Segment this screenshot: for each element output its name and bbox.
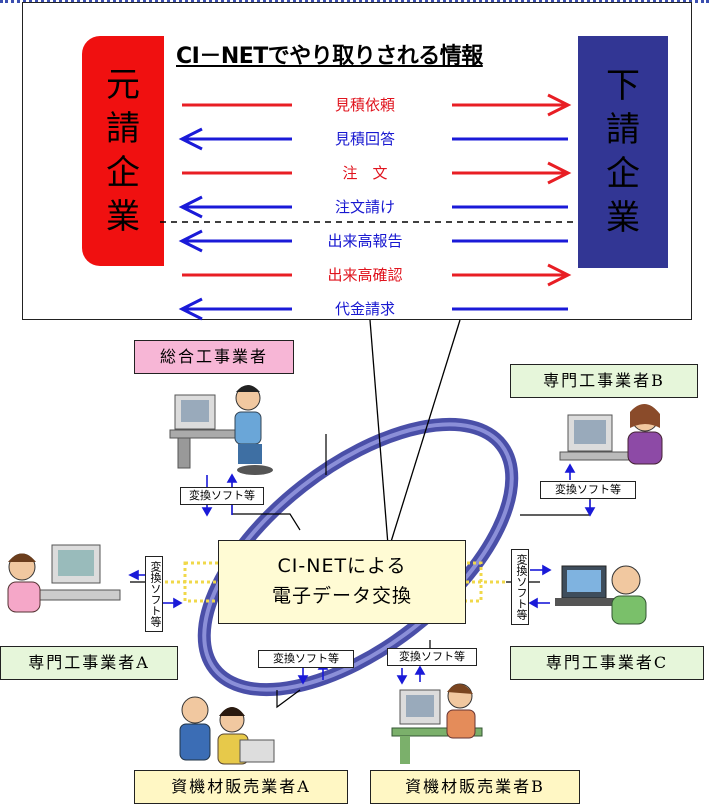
callout-line-left <box>369 319 389 546</box>
supplier-b-label: 資機材販売業者B <box>370 770 580 804</box>
software-label-general: 変換ソフト等 <box>180 487 264 505</box>
software-label-spec-a: 変換ソフト等 <box>145 556 163 632</box>
message-arrows <box>178 93 572 321</box>
sub-char: 企 <box>606 154 640 194</box>
prime-char: 元 <box>106 65 140 105</box>
subcontractor-box: 下 請 企 業 <box>578 36 668 268</box>
callout-line-right <box>389 319 461 546</box>
software-label-spec-b: 変換ソフト等 <box>540 481 636 499</box>
prime-char: 請 <box>106 109 140 149</box>
supplier-a-label: 資機材販売業者A <box>134 770 348 804</box>
message-label: 出来高確認 <box>327 266 403 284</box>
message-label: 注文請け <box>334 198 395 216</box>
message-label: 出来高報告 <box>327 232 403 250</box>
arrow-head-right <box>547 93 572 117</box>
message-label: 注 文 <box>342 164 388 182</box>
sub-char: 請 <box>606 110 640 150</box>
software-label-supplier-a: 変換ソフト等 <box>258 650 354 668</box>
center-line-2: 電子データ交換 <box>271 585 412 607</box>
arrow-head-left <box>178 127 203 151</box>
message-label: 見積依頼 <box>334 96 395 114</box>
center-line-1: CI-NETによる <box>277 555 407 577</box>
arrow-head-right <box>547 263 572 287</box>
sub-char: 下 <box>606 66 640 106</box>
arrow-head-left <box>178 229 203 253</box>
prime-char: 業 <box>106 197 140 237</box>
top-dotted-border <box>0 0 709 4</box>
arrow-head-left <box>178 297 203 321</box>
spec-contractor-c-label: 専門工事業者C <box>510 646 704 680</box>
prime-contractor-box: 元 請 企 業 <box>82 36 164 266</box>
figure-supplier-a <box>179 696 275 765</box>
message-label: 見積回答 <box>334 130 395 148</box>
software-label-supplier-b: 変換ソフト等 <box>387 648 477 666</box>
arrow-head-right <box>547 161 572 185</box>
sub-char: 業 <box>606 198 640 238</box>
figure-supplier-b <box>391 683 483 764</box>
ci-net-exchange-box: CI-NETによる 電子データ交換 <box>218 540 466 624</box>
panel-title: CI－NETでやり取りされる情報 <box>176 44 483 69</box>
software-label-spec-c: 変換ソフト等 <box>511 549 529 625</box>
spec-contractor-a-label: 専門工事業者A <box>0 646 178 680</box>
network-ring-highlight <box>202 422 514 692</box>
figure-general-contractor <box>169 385 273 475</box>
figure-spec-a <box>7 544 121 613</box>
arrow-head-left <box>178 195 203 219</box>
figure-spec-c <box>555 565 647 625</box>
general-contractor-label: 総合工事業者 <box>134 340 294 374</box>
prime-char: 企 <box>106 153 140 193</box>
figure-spec-b <box>559 403 663 465</box>
spec-contractor-b-label: 専門工事業者B <box>510 364 698 398</box>
message-label: 代金請求 <box>334 300 395 318</box>
